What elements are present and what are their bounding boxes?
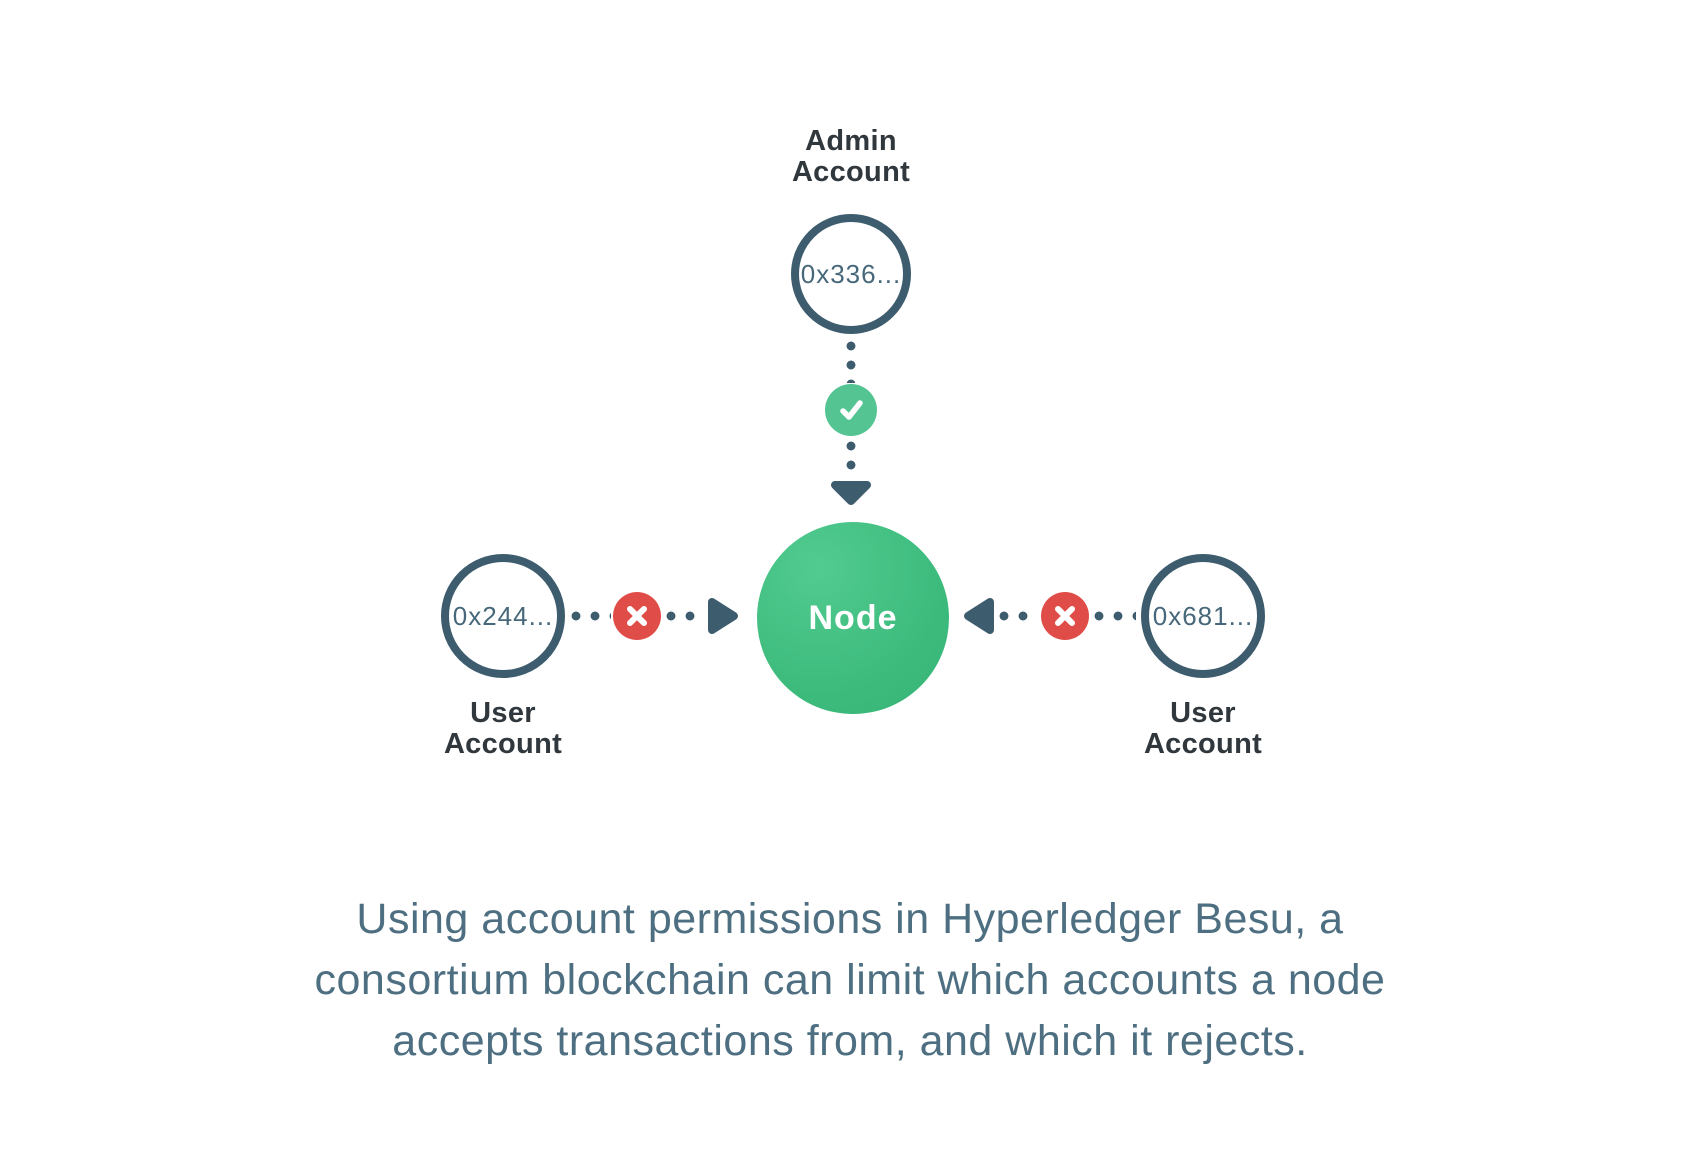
dotted-line-horizontal [666, 611, 704, 621]
x-icon [627, 606, 647, 626]
caption: Using account permissions in Hyperledger… [0, 889, 1700, 1072]
admin-account-label-line1: Admin [805, 125, 897, 157]
check-icon [840, 400, 863, 420]
left-user-account-label: User Account [403, 698, 603, 760]
dotted-line-vertical [846, 341, 856, 383]
arrow-left-icon [964, 598, 994, 634]
left-user-account-circle: 0x244... [441, 554, 565, 678]
left-user-account-label-line2: Account [443, 728, 563, 760]
accept-badge [825, 384, 877, 436]
left-user-account-address: 0x244... [452, 600, 554, 631]
arrow-right-icon [708, 598, 738, 634]
admin-account-address: 0x336... [800, 258, 902, 289]
node-label: Node [808, 598, 898, 637]
x-icon [1055, 606, 1075, 626]
right-user-account-label-line2: Account [1143, 728, 1263, 760]
right-user-account-label-line1: User [1170, 697, 1236, 729]
dotted-line-horizontal [999, 611, 1037, 621]
admin-account-label: Admin Account [751, 126, 951, 188]
reject-badge-left [613, 592, 661, 640]
right-user-account-label: User Account [1103, 698, 1303, 760]
dotted-line-vertical [846, 441, 856, 479]
dotted-line-horizontal [1094, 611, 1136, 621]
node-circle: Node [757, 522, 949, 714]
right-user-account-address: 0x681... [1152, 600, 1254, 631]
admin-account-label-line2: Account [791, 156, 911, 188]
left-user-account-label-line1: User [470, 697, 536, 729]
arrow-down-icon [831, 481, 871, 505]
admin-account-circle: 0x336... [791, 214, 911, 334]
caption-line3: accepts transactions from, and which it … [392, 1017, 1308, 1065]
caption-line1: Using account permissions in Hyperledger… [356, 895, 1344, 943]
dotted-line-horizontal [571, 611, 611, 621]
right-user-account-circle: 0x681... [1141, 554, 1265, 678]
reject-badge-right [1041, 592, 1089, 640]
caption-line2: consortium blockchain can limit which ac… [314, 956, 1386, 1004]
